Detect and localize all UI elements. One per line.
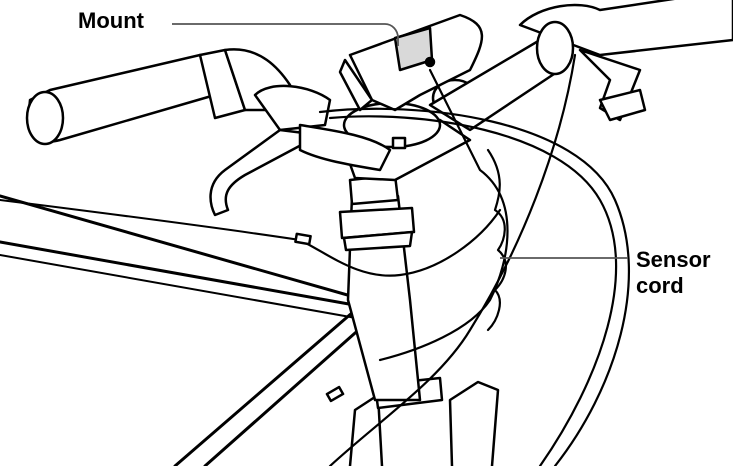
stem-steerer [338, 173, 422, 402]
mount-bracket [338, 13, 484, 112]
sensor-cord-label-line2: cord [636, 273, 684, 298]
handlebar-bar [428, 0, 733, 132]
frame-down-tube [173, 304, 374, 466]
callout-leaders [172, 23, 628, 259]
brake-lever-left [209, 84, 392, 217]
frame-top-tube [0, 194, 367, 319]
sensor-cord-label: Sensor cord [636, 247, 711, 299]
mount-leader [172, 23, 399, 46]
cable-clips [294, 136, 407, 403]
mount-label: Mount [78, 8, 144, 33]
brake-lever-right [578, 48, 647, 122]
sensor-cord [0, 53, 631, 466]
sensor-cord-label-line1: Sensor [636, 247, 711, 272]
